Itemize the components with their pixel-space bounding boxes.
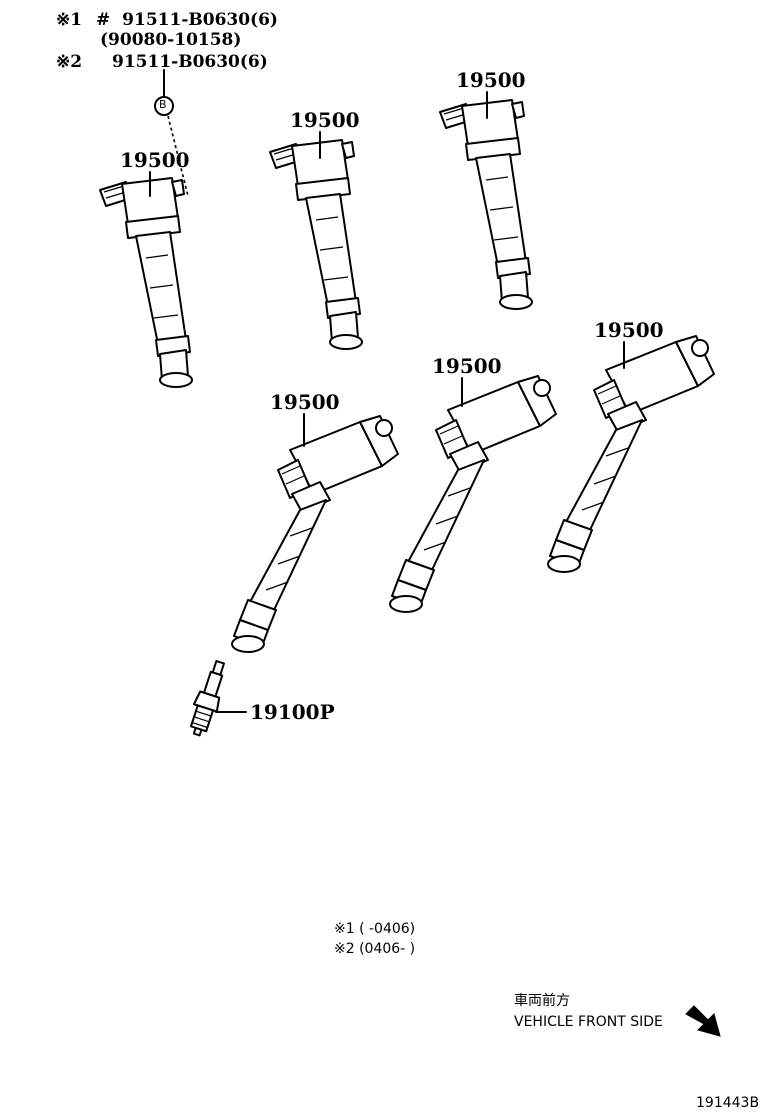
number-mark: # (96, 10, 111, 30)
ignition-coil-5 (389, 375, 557, 613)
ignition-coil-1 (99, 177, 193, 388)
coil-label-2: 19500 (290, 108, 360, 132)
figure-id: 191443B (696, 1095, 760, 1111)
direction-japanese: 車両前方 (514, 993, 570, 1009)
legend-note-1: ※1 ( -0406) (334, 921, 416, 937)
bolt-alt-part-number: (90080-10158) (100, 30, 242, 50)
ignition-coil-2 (269, 139, 363, 350)
spark-plug (189, 660, 226, 737)
callout-letter: B (159, 98, 167, 111)
ignition-coil-6 (547, 335, 715, 573)
direction-english: VEHICLE FRONT SIDE (514, 1014, 663, 1030)
spark-plug-label: 19100P (250, 700, 335, 724)
bolt-part-number-1: 91511-B0630(6) (122, 10, 278, 30)
coil-label-1: 19500 (120, 148, 190, 172)
ignition-coil-4 (231, 415, 399, 653)
note-marker-1: ※1 (56, 10, 83, 30)
note-marker-2: ※2 (56, 52, 83, 72)
coil-label-6: 19500 (594, 318, 664, 342)
ignition-coil-3 (439, 99, 533, 310)
legend-note-2: ※2 (0406- ) (334, 941, 416, 957)
coil-label-4: 19500 (270, 390, 340, 414)
coil-label-3: 19500 (456, 68, 526, 92)
coil-label-5: 19500 (432, 354, 502, 378)
bolt-part-number-2: 91511-B0630(6) (112, 52, 268, 72)
direction-arrow-icon (685, 1005, 721, 1037)
